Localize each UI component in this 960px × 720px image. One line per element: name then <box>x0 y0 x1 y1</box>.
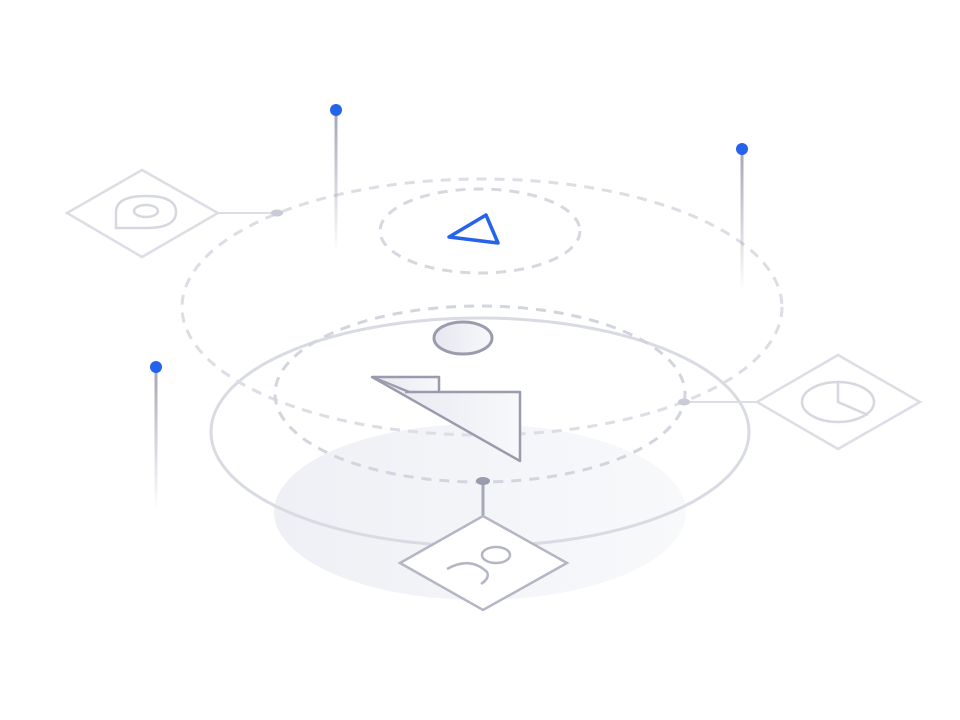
triangle-icon <box>447 213 500 245</box>
location-pin-icon <box>114 194 178 230</box>
top-dashed-orbit <box>378 187 582 275</box>
large-wedge <box>371 375 522 463</box>
center-disc <box>432 320 494 356</box>
pin-top-right <box>736 143 748 291</box>
user-group-icon <box>446 545 512 586</box>
location-node <box>64 168 283 259</box>
users-node <box>397 477 570 612</box>
pin-bottom-left <box>150 361 162 509</box>
analytics-node <box>678 353 923 451</box>
pin-top-left <box>330 104 342 252</box>
base-shadow <box>274 424 686 600</box>
